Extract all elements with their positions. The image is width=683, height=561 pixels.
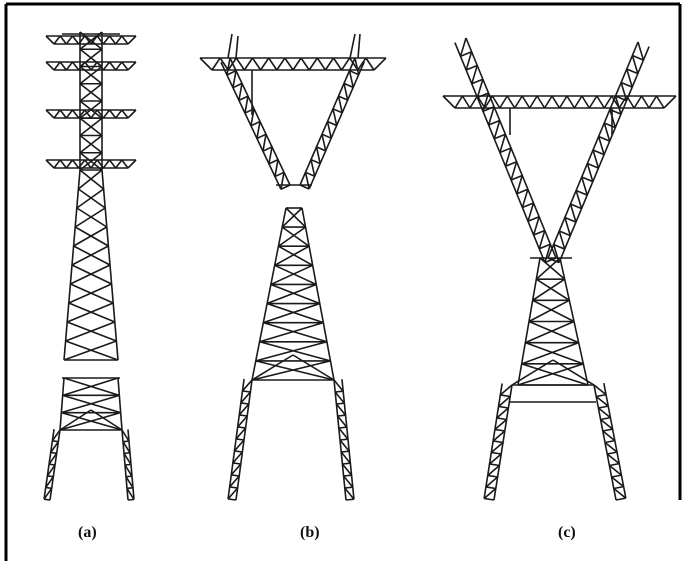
tower-c-drawing (442, 37, 677, 501)
label-c: (c) (558, 524, 576, 541)
tower-b-drawing (199, 33, 387, 501)
tower-a-drawing (43, 31, 137, 501)
label-a: (a) (78, 524, 97, 541)
label-b: (b) (300, 524, 320, 541)
